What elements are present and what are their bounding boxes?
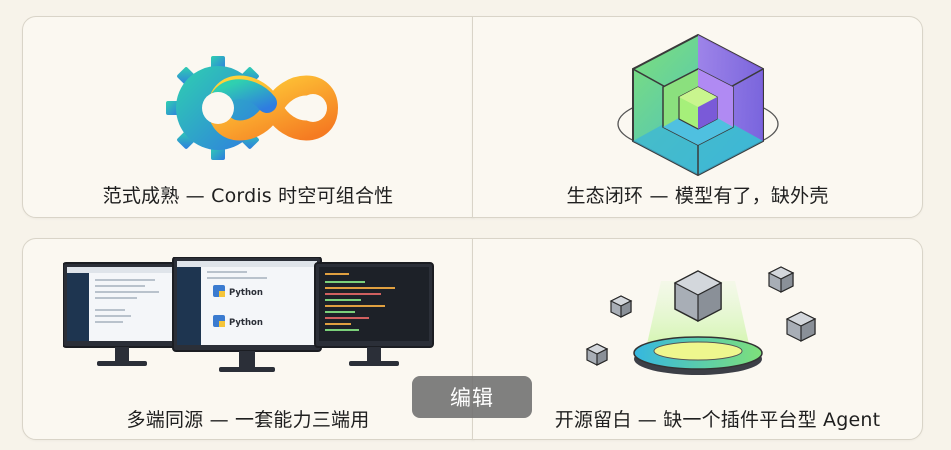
python-label: Python	[229, 318, 263, 328]
python-label: Python	[229, 288, 263, 298]
card-caption: 范式成熟 — Cordis 时空可组合性	[102, 185, 394, 207]
card-paradigm: 范式成熟 — Cordis 时空可组合性	[22, 16, 474, 218]
card-caption: 多端同源 — 一套能力三端用	[126, 409, 370, 431]
three-monitors-icon: Python Python	[63, 257, 434, 372]
card-open-source: 开源留白 — 缺一个插件平台型 Agent	[472, 238, 923, 440]
card-ecosystem: 生态闭环 — 模型有了，缺外壳	[472, 16, 923, 218]
card-caption: 生态闭环 — 模型有了，缺外壳	[566, 185, 829, 207]
card-caption: 开源留白 — 缺一个插件平台型 Agent	[554, 409, 881, 431]
plugin-platform-icon	[585, 266, 817, 375]
card-multi-device: Python Python 多端同源 — 一套能力三端用	[22, 238, 474, 440]
gear-infinity-icon	[166, 56, 338, 160]
nested-cube-icon	[617, 33, 779, 177]
edit-button[interactable]: 编辑	[412, 376, 532, 418]
